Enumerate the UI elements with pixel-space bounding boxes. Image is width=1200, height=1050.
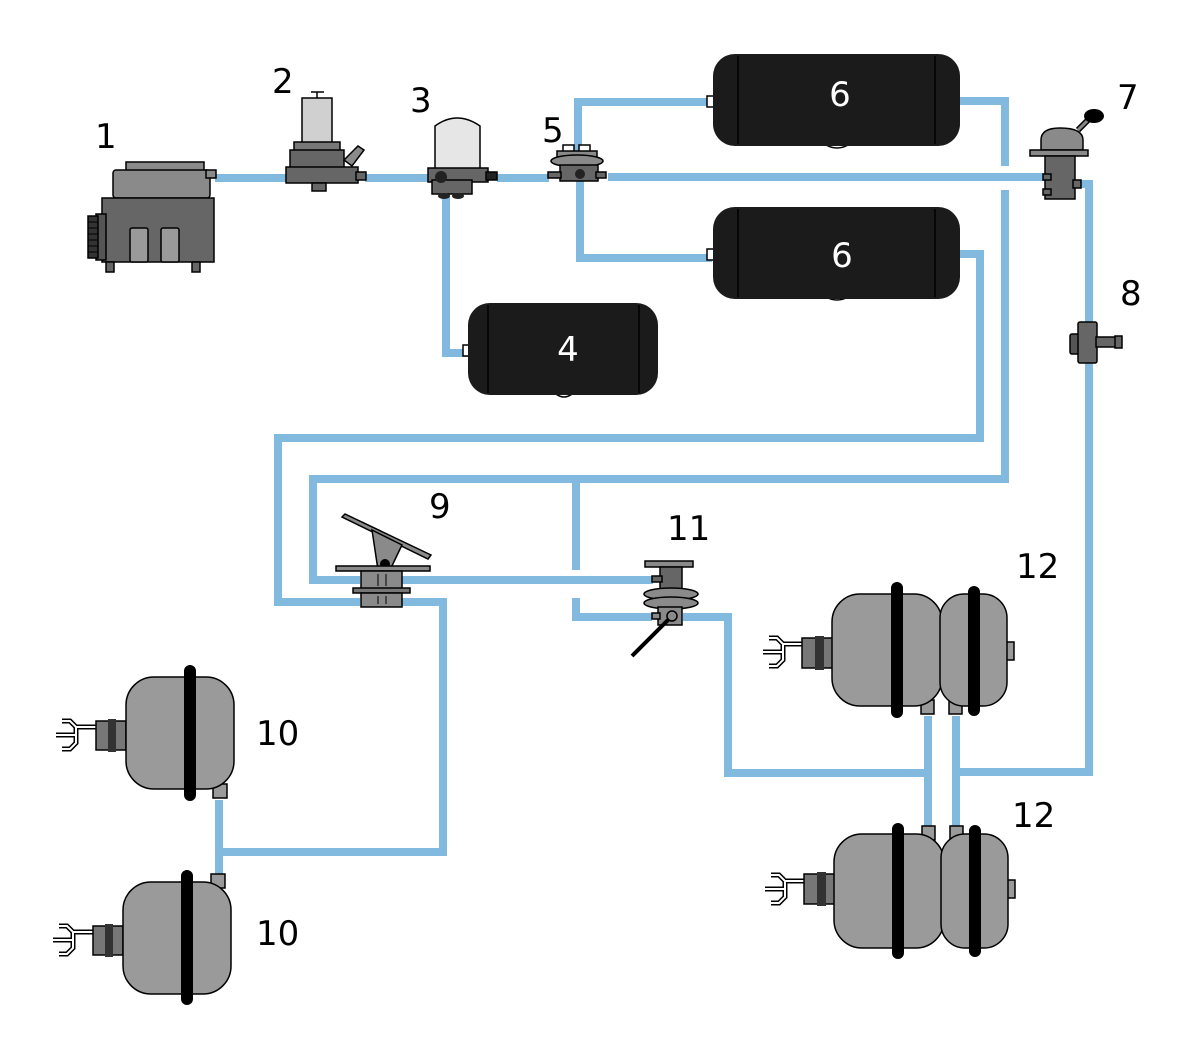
brake-chamber-icon	[53, 870, 232, 1005]
label-compressor: 1	[95, 117, 117, 157]
air-dryer-icon[interactable]	[427, 117, 498, 199]
spring-brake-chamber-icon	[765, 823, 1016, 959]
pipe-tank-top-return	[960, 97, 1009, 166]
hand-brake-valve-icon[interactable]	[1029, 109, 1104, 200]
pipe-valve5-tank-mid	[576, 180, 712, 262]
quick-release-valve-icon[interactable]	[630, 560, 699, 658]
spring-brake-chamber-icon	[763, 582, 1015, 718]
pipe-qrv-left	[572, 598, 652, 621]
label-relay-valve: 8	[1120, 274, 1142, 314]
pipe-dryer-regen-tank	[442, 185, 468, 357]
tank-mid[interactable]: 6	[706, 207, 960, 301]
brake-pedal-icon[interactable]	[335, 513, 433, 608]
air-tank-icon	[468, 303, 658, 395]
relay-valve-icon[interactable]	[1069, 321, 1123, 364]
label-regulator: 2	[272, 62, 294, 102]
pressure-regulator-icon[interactable]	[285, 91, 367, 192]
pipe-hand-valve-relay	[1075, 180, 1093, 322]
label-front-chamber-bottom: 10	[256, 914, 299, 954]
rear-chamber-top[interactable]	[763, 582, 1015, 718]
component-labels: 1 2 3 5 7 8 9 11 10 10 12 12	[95, 62, 1142, 954]
pipe-tank-top-circuit	[309, 190, 1009, 584]
protection-valve-icon[interactable]	[547, 144, 607, 182]
front-chamber-bottom[interactable]	[53, 870, 232, 1005]
label-quick-release-valve: 11	[667, 509, 710, 549]
air-tank-icon	[713, 207, 960, 299]
label-front-chamber-top: 10	[256, 714, 299, 754]
label-tank-top: 6	[829, 75, 851, 115]
front-chamber-top[interactable]	[56, 665, 235, 801]
label-tank-mid: 6	[831, 236, 853, 276]
regen-tank[interactable]: 4	[462, 303, 658, 398]
tank-top[interactable]: 6	[706, 54, 960, 149]
pipe-pedal-front-chambers	[219, 598, 447, 856]
label-protection-valve: 5	[542, 111, 564, 151]
pipe-relay-rear-chambers	[960, 362, 1093, 776]
pipes	[215, 97, 1093, 880]
pipe-qrv-rear-chambers	[683, 613, 925, 777]
pipe-tank-mid-circuit	[274, 250, 984, 606]
label-dryer: 3	[410, 81, 432, 121]
pipe-valve5-tank-top	[574, 98, 712, 155]
air-tank-icon	[713, 54, 960, 146]
brake-chamber-icon	[56, 665, 235, 801]
label-regen-tank: 4	[557, 330, 579, 370]
label-rear-chamber-top: 12	[1016, 547, 1059, 587]
rear-chamber-bottom[interactable]	[765, 823, 1016, 959]
compressor-icon[interactable]	[87, 161, 217, 273]
label-hand-valve: 7	[1117, 78, 1139, 118]
label-brake-pedal: 9	[429, 487, 451, 527]
label-rear-chamber-bottom: 12	[1012, 796, 1055, 836]
